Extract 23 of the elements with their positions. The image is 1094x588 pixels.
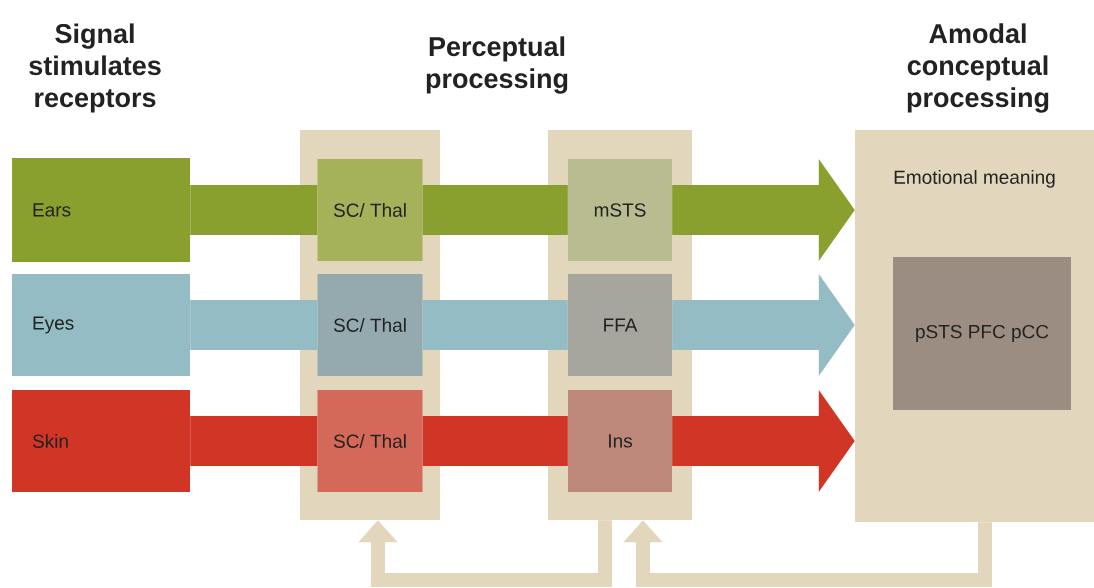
band-arrow: [672, 274, 855, 376]
receptor-block: Ears: [12, 158, 190, 262]
band-arrow: [672, 390, 855, 492]
receptor-block: Eyes: [12, 274, 190, 376]
region-box: SC/ Thal: [317, 159, 423, 261]
band-arrow: [190, 300, 318, 350]
region-box: SC/ Thal: [317, 390, 423, 492]
band-arrow: [422, 416, 568, 466]
region-box: Ins: [568, 390, 672, 492]
band-arrow: [422, 185, 568, 235]
band-arrow: [422, 300, 568, 350]
region-box: mSTS: [568, 159, 672, 261]
band-arrow: [672, 159, 855, 261]
band-arrow: [190, 416, 318, 466]
region-box: pSTS PFC pCC: [893, 257, 1071, 410]
feedback-arrow: [358, 520, 612, 587]
heading: Amodal conceptual processing: [907, 23, 1049, 113]
region-box: SC/ Thal: [317, 274, 423, 376]
heading: Signal stimulates receptors: [29, 23, 161, 113]
region-box: FFA: [568, 274, 672, 376]
receptor-block: Skin: [12, 390, 190, 492]
band-arrow: [190, 185, 318, 235]
heading: Perceptual processing: [426, 36, 568, 94]
